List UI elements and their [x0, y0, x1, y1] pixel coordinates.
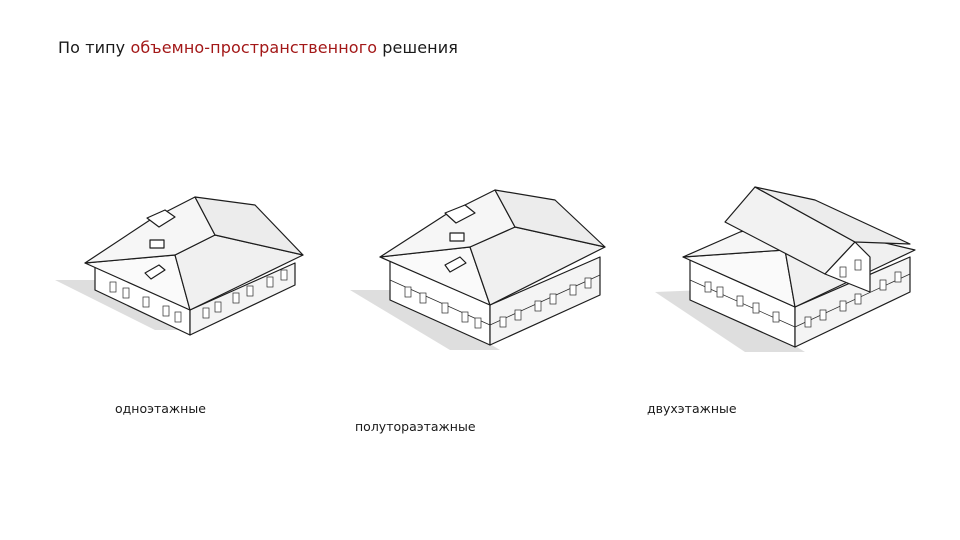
caption-two-storey: двухэтажные	[647, 401, 737, 416]
one-storey-building-illustration	[55, 196, 304, 336]
title-suffix: решения	[382, 38, 458, 57]
two-storey-building-illustration	[655, 186, 916, 352]
title-prefix: По типу	[58, 38, 126, 57]
title-accent: объемно-пространственного	[130, 38, 378, 57]
caption-one-and-half-storey: полутораэтажные	[355, 419, 476, 434]
slide-title: По типу объемно-пространственного решени…	[58, 38, 458, 57]
one-and-half-storey-building-illustration	[350, 189, 606, 350]
caption-one-storey: одноэтажные	[115, 401, 206, 416]
